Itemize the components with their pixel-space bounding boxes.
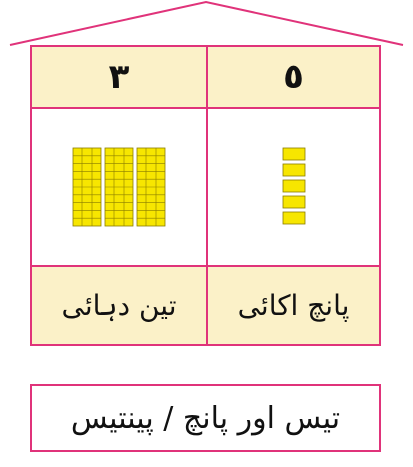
unit-cube	[282, 211, 305, 225]
tens-blocks-panel	[32, 109, 206, 265]
tens-word: تین دہائی	[32, 267, 206, 344]
ones-blocks-panel	[208, 109, 379, 265]
divider	[32, 265, 379, 267]
place-value-chart: ٣ ٥ تین دہائی پانچ اکائی	[30, 45, 381, 346]
column-divider	[206, 47, 208, 344]
unit-cube	[282, 147, 305, 161]
house-roof	[9, 0, 404, 46]
number-summary: تیس اور پانچ / پینتیس	[30, 384, 381, 452]
unit-cube	[282, 195, 305, 209]
ones-word: پانچ اکائی	[208, 267, 379, 344]
unit-cube	[282, 179, 305, 193]
ten-rods	[72, 147, 166, 227]
unit-cubes	[282, 147, 305, 225]
unit-cube	[282, 163, 305, 177]
ones-digit: ٥	[208, 47, 379, 107]
tens-digit: ٣	[32, 47, 206, 107]
divider	[32, 107, 379, 109]
